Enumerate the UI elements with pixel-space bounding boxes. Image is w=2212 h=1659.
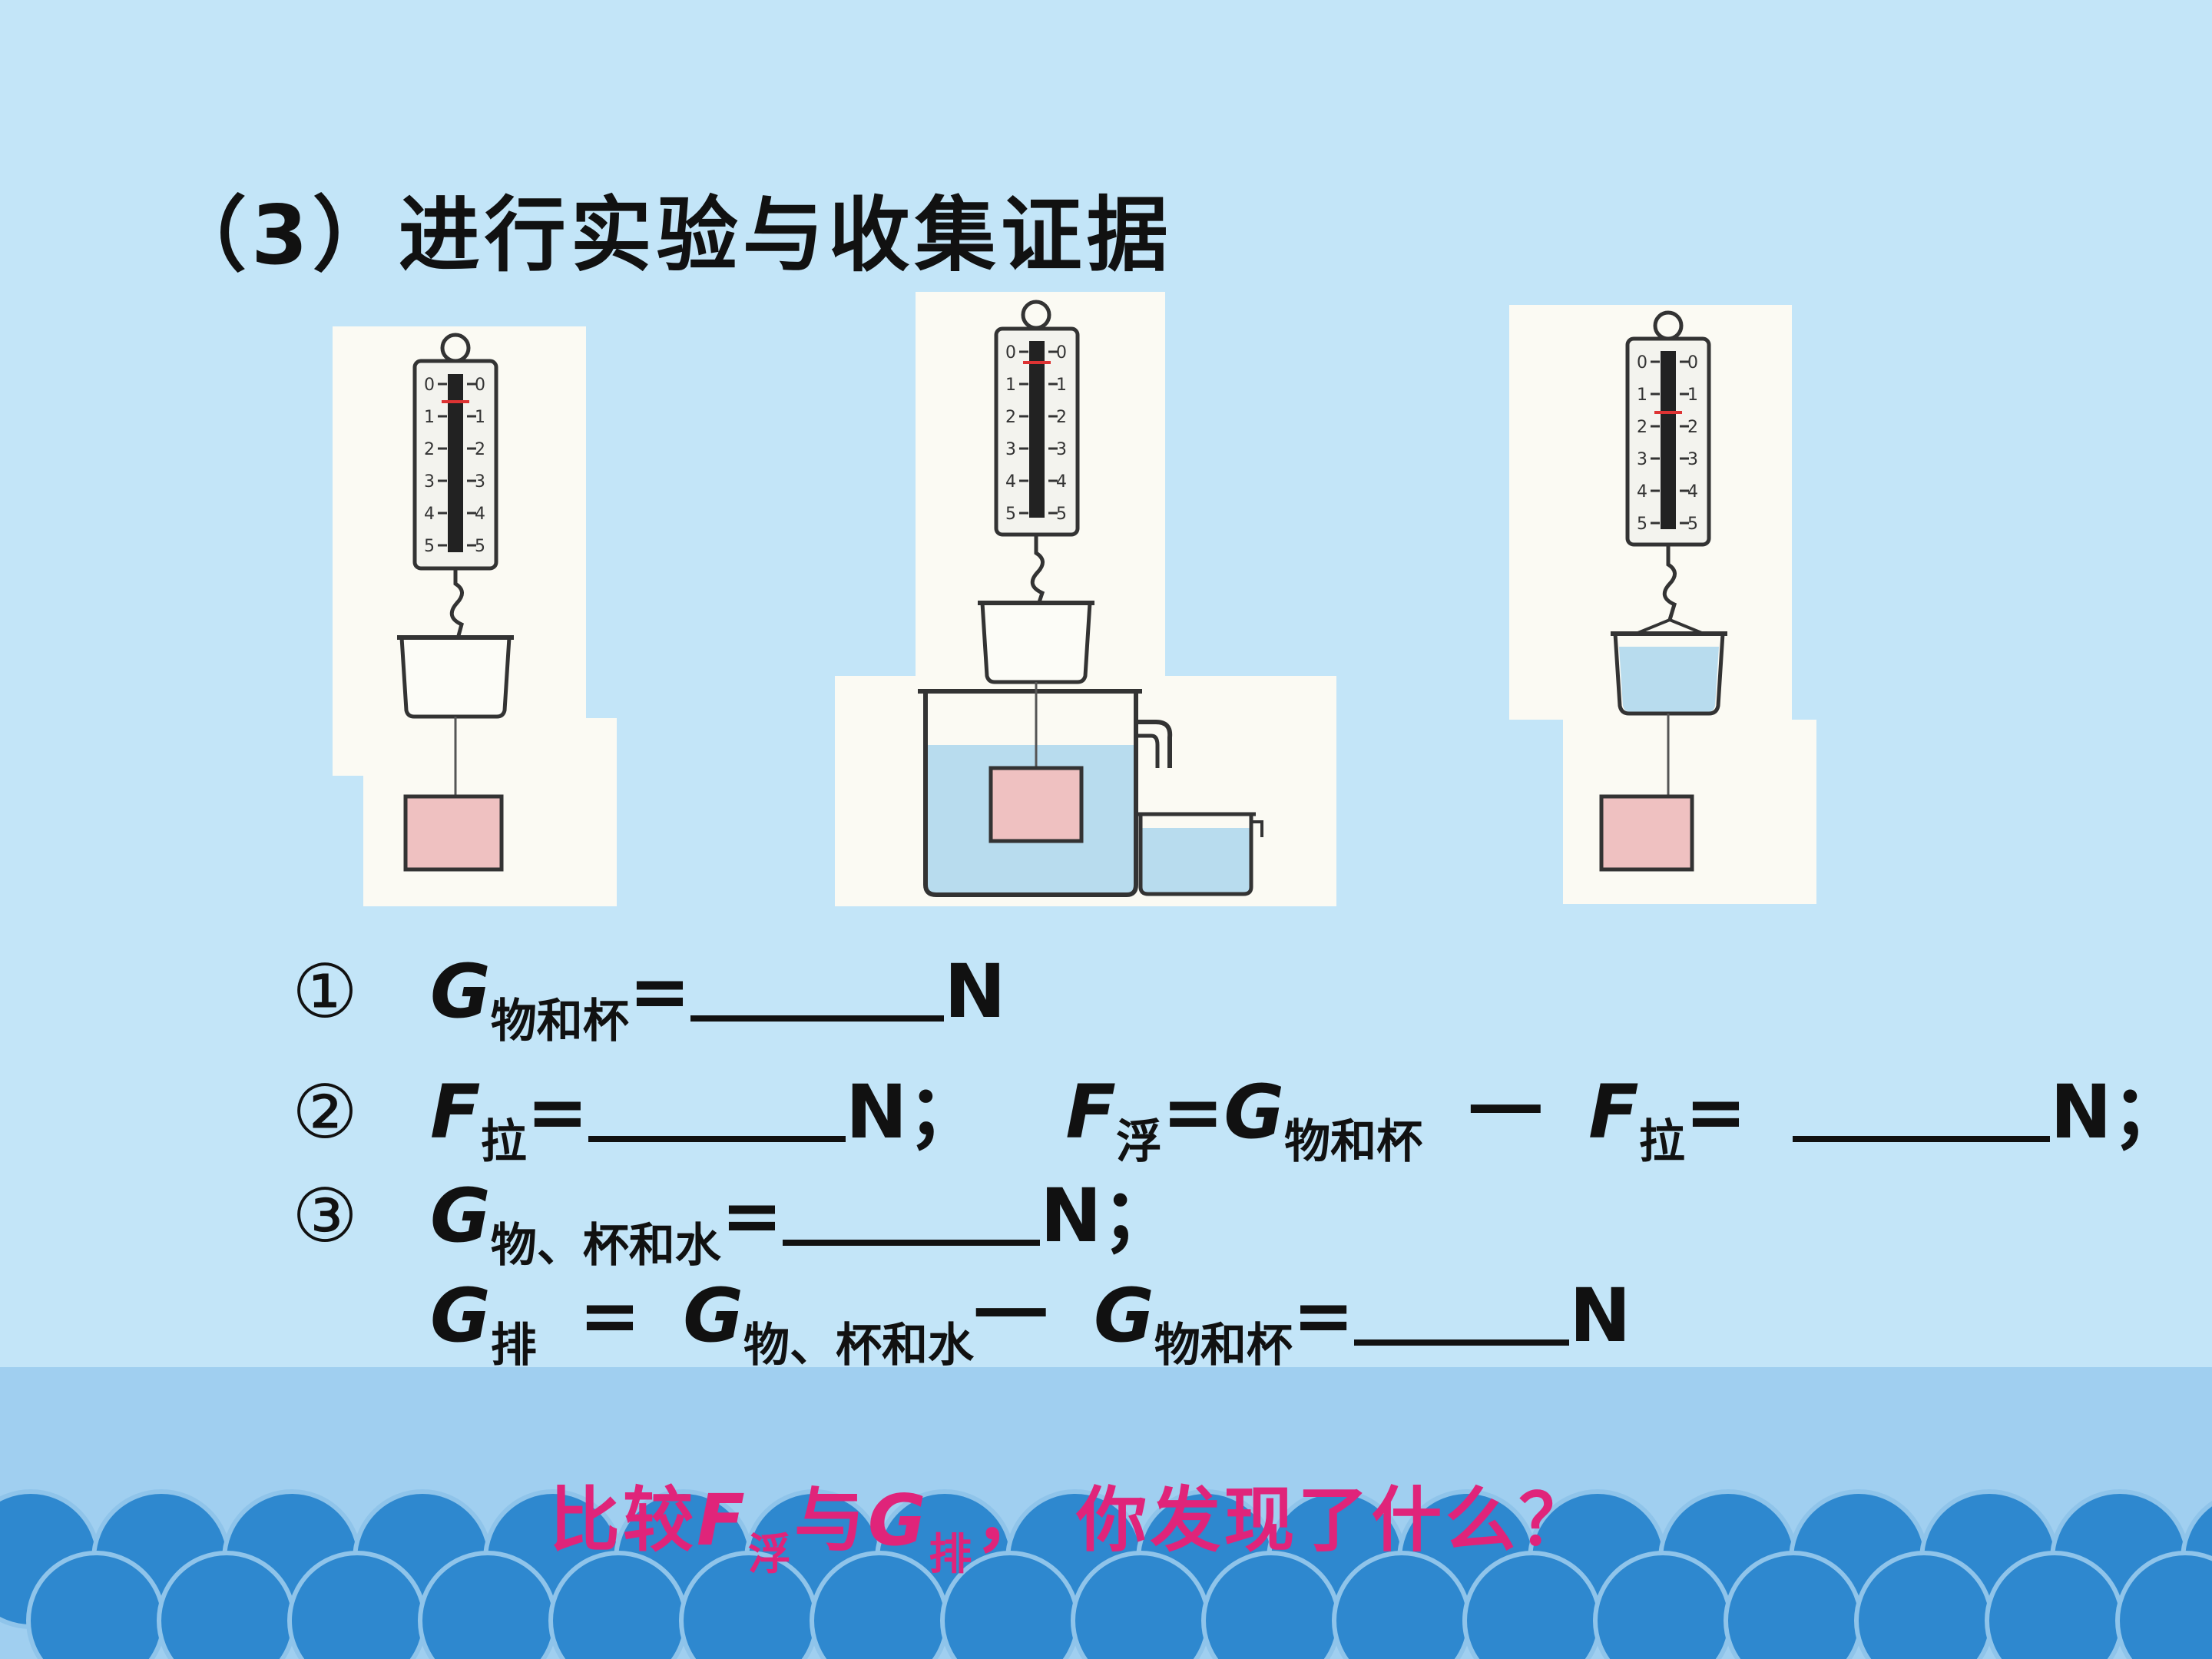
scale-tick-label: 3	[1637, 450, 1647, 469]
figure-scale-cup-with-water: 0 1 2 3 4 5 0 1 2 3 4 5	[1509, 305, 1816, 907]
marker-2: ②	[292, 1069, 359, 1155]
scale-tick-label: 5	[1005, 505, 1016, 524]
scale-tick-label: 4	[424, 505, 435, 524]
scale-tick-label: 1	[1005, 376, 1016, 395]
scale-tick-label: 2	[1005, 408, 1016, 427]
scale-tick-label: 2	[475, 440, 485, 459]
scale-tick-label: 1	[475, 408, 485, 427]
empty-cup	[978, 601, 1094, 684]
scale-tick-label: 5	[475, 537, 485, 556]
scale-ticks-left: 0 1 2 3 4 5	[1005, 343, 1028, 524]
scale-tick-label: 4	[1056, 472, 1067, 492]
scale-tick-label: 1	[1687, 386, 1698, 405]
scale-tick-label: 3	[1005, 440, 1016, 459]
block	[1599, 794, 1694, 872]
scale-tick-label: 2	[1687, 418, 1698, 437]
scale-tick-label: 1	[424, 408, 435, 427]
scale-tick-label: 2	[1637, 418, 1647, 437]
answer-blank[interactable]	[783, 1186, 1041, 1246]
small-cup-with-water	[1136, 812, 1263, 896]
scale-tick-label: 1	[1056, 376, 1067, 395]
scale-tick-label: 5	[1637, 515, 1647, 534]
scale-tick-label: 4	[475, 505, 485, 524]
marker-1: ①	[292, 949, 359, 1035]
scale-tick-label: 4	[1005, 472, 1016, 492]
scale-tick-label: 3	[424, 472, 435, 492]
scale-ticks-right: 0 1 2 3 4 5	[1048, 343, 1067, 524]
figure-scale-block-in-air: 0 1 2 3 4 5 0 1 2 3 4 5	[333, 326, 617, 909]
scale-tick-label: 3	[1056, 440, 1067, 459]
scale-tick-label: 0	[424, 376, 435, 395]
answer-blank[interactable]	[1354, 1286, 1570, 1346]
block	[988, 766, 1084, 843]
scale-tick-label: 2	[1056, 408, 1067, 427]
scale-tick-label: 0	[1056, 343, 1067, 363]
scale-tick-label: 3	[1687, 450, 1698, 469]
scale-tick-label: 0	[1637, 353, 1647, 373]
answer-blank[interactable]	[1793, 1082, 2051, 1142]
scale-ticks-right: 0 1 2 3 4 5	[467, 376, 485, 556]
question-text: 比较F浮与G排， 你发现了什么？	[549, 1479, 1593, 1580]
wave-bubble	[2115, 1551, 2212, 1659]
spring-scale: 0 1 2 3 4 5 0 1 2 3 4 5	[412, 333, 498, 643]
scale-tick-label: 1	[1637, 386, 1647, 405]
spring-scale: 0 1 2 3 4 5 0 1 2 3 4 5	[994, 300, 1080, 608]
scale-tick-label: 5	[424, 537, 435, 556]
answer-blank[interactable]	[690, 962, 945, 1022]
scale-ticks-left: 0 1 2 3 4 5	[424, 376, 447, 556]
scale-ticks-right: 0 1 2 3 4 5	[1680, 353, 1698, 534]
slide-title: （3）进行实验与收集证据	[165, 188, 1173, 283]
figure-block-submerged: 0 1 2 3 4 5 0 1 2 3 4 5	[835, 292, 1336, 909]
scale-tick-label: 0	[475, 376, 485, 395]
cup-with-water	[1611, 631, 1727, 716]
marker-3: ③	[292, 1173, 359, 1259]
scale-tick-label: 0	[1687, 353, 1698, 373]
scale-tick-label: 2	[424, 440, 435, 459]
scale-ticks-left: 0 1 2 3 4 5	[1637, 353, 1660, 534]
empty-cup	[397, 635, 514, 719]
scale-tick-label: 0	[1005, 343, 1016, 363]
answer-blank[interactable]	[588, 1082, 846, 1142]
scale-tick-label: 5	[1687, 515, 1698, 534]
scale-tick-label: 4	[1637, 482, 1647, 502]
block	[403, 794, 504, 872]
scale-tick-label: 4	[1687, 482, 1698, 502]
scale-tick-label: 5	[1056, 505, 1067, 524]
scale-tick-label: 3	[475, 472, 485, 492]
overflow-can	[918, 682, 1173, 897]
wave-decoration	[0, 1367, 2212, 1659]
